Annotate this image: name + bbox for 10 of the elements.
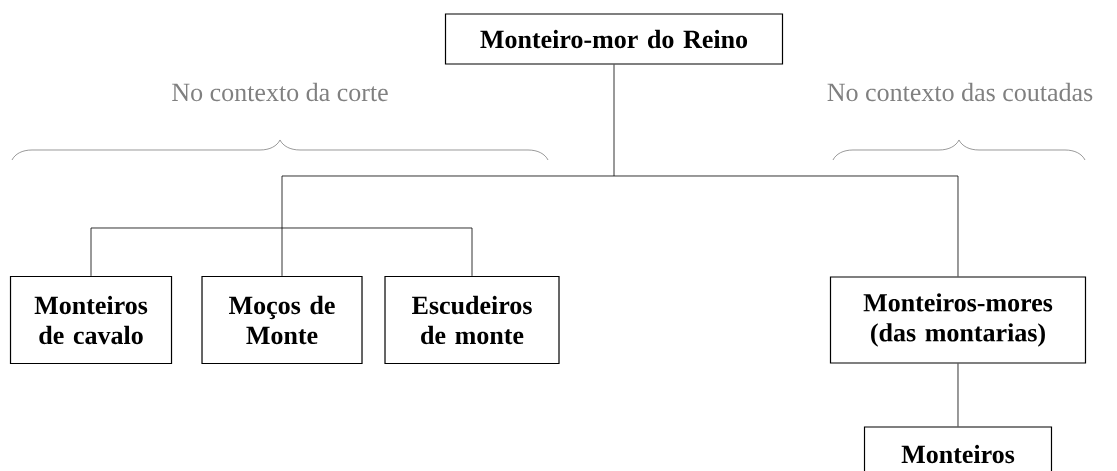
org-box: Monteiros (863, 426, 1053, 471)
org-box: Monteiros-mores (das montarias) (829, 276, 1087, 364)
connector-line (957, 363, 959, 427)
connector-line (90, 64, 959, 277)
group-label: No contexto da corte (172, 82, 388, 102)
group-label: No contexto das coutadas (827, 82, 1093, 102)
org-box: Monteiro-mor do Reino (444, 13, 784, 65)
org-box: Monteiros de cavalo (9, 275, 173, 365)
org-box: Moços de Monte (201, 275, 363, 365)
org-box: Escudeiros de monte (384, 275, 560, 365)
